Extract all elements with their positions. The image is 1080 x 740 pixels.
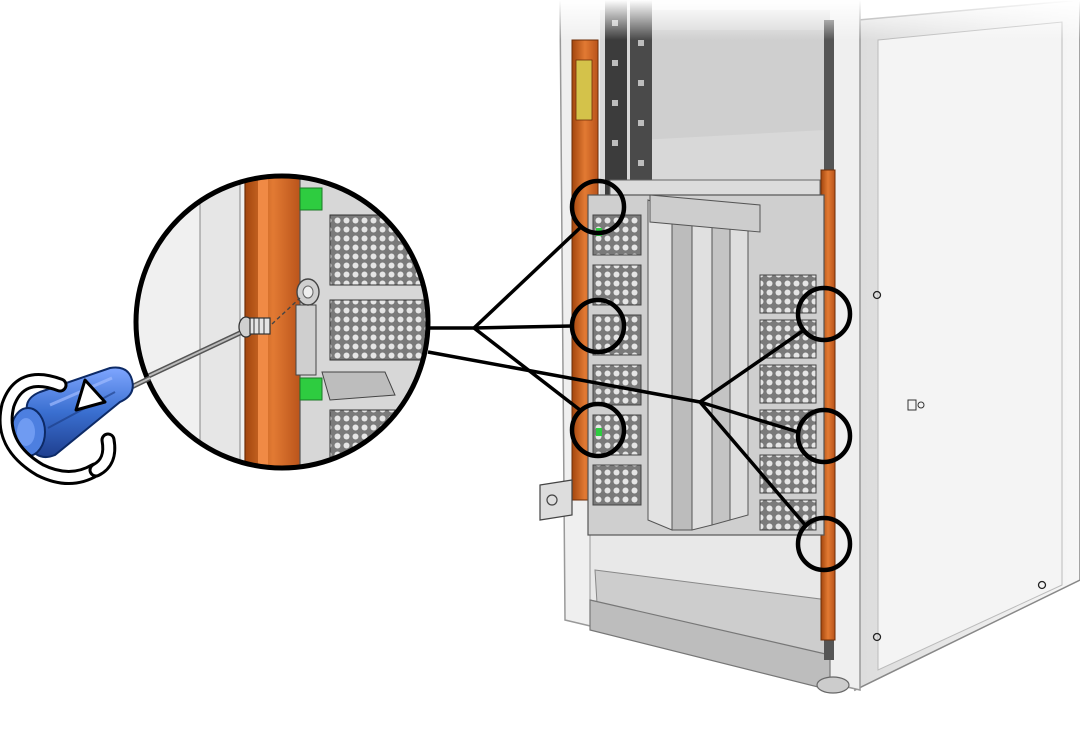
captive-screw-icon xyxy=(238,297,301,338)
callout-ring-left-top xyxy=(569,178,627,236)
callout-ring-right-middle xyxy=(795,407,853,465)
callout-ring-left-bottom xyxy=(569,401,627,459)
zoom-detail xyxy=(133,173,431,471)
leader-lines xyxy=(427,224,808,528)
server-chassis xyxy=(587,179,825,536)
callout-ring-right-bottom xyxy=(795,515,853,573)
rotation-arrow-icon xyxy=(0,373,117,485)
left-fan-modules xyxy=(592,214,642,506)
callout-ring-right-top xyxy=(795,285,853,343)
callout-rings xyxy=(569,178,853,573)
blade-modules xyxy=(647,194,761,531)
